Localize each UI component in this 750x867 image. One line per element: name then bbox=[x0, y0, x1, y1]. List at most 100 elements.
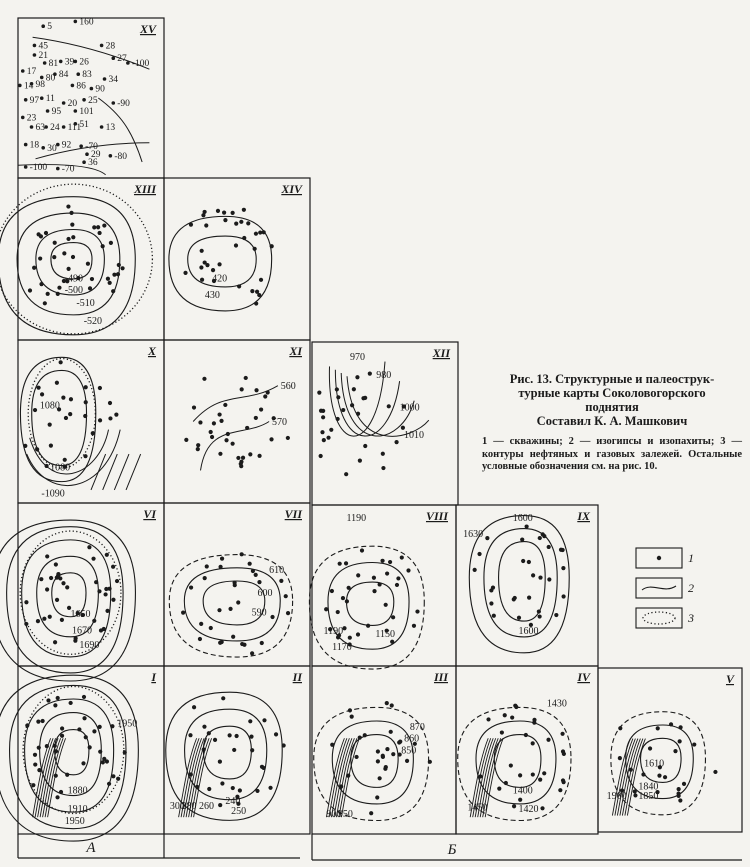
isoline-value: -500 bbox=[65, 285, 83, 296]
well-dot bbox=[257, 292, 262, 298]
well-dot bbox=[398, 739, 403, 744]
isoline bbox=[457, 706, 572, 822]
well-dot bbox=[191, 405, 197, 410]
well-dot bbox=[111, 774, 116, 779]
panel-frame bbox=[597, 667, 743, 833]
well-dot bbox=[250, 289, 255, 294]
well-dot bbox=[201, 747, 206, 752]
well-dot bbox=[66, 204, 71, 209]
well-dot bbox=[537, 535, 542, 541]
well-dot bbox=[324, 607, 329, 612]
isoline-value: 92 bbox=[62, 141, 72, 151]
well-dot bbox=[250, 568, 256, 574]
well-dot bbox=[55, 795, 60, 800]
well-dot bbox=[66, 605, 72, 610]
well-dot bbox=[184, 437, 189, 442]
well-dot bbox=[79, 144, 83, 148]
well-dot bbox=[261, 230, 266, 235]
panel-number: II bbox=[292, 670, 304, 684]
well-dot bbox=[32, 43, 37, 48]
well-dot bbox=[53, 749, 59, 754]
well-dot bbox=[69, 210, 74, 215]
well-dot bbox=[377, 776, 382, 781]
well-dot bbox=[346, 773, 351, 778]
well-dot bbox=[336, 395, 341, 400]
isoline-value: 860 bbox=[404, 734, 419, 745]
well-dot bbox=[46, 698, 51, 703]
well-dot bbox=[39, 96, 44, 100]
well-dot bbox=[253, 231, 259, 236]
well-dot bbox=[201, 213, 206, 218]
well-dot bbox=[269, 244, 274, 249]
well-dot bbox=[29, 82, 34, 86]
well-dot bbox=[208, 429, 213, 435]
well-dot bbox=[83, 385, 88, 390]
well-dot bbox=[255, 788, 260, 794]
isoline-value: 1080 bbox=[40, 400, 60, 411]
well-dot bbox=[281, 743, 286, 748]
well-dot bbox=[217, 608, 222, 613]
well-dot bbox=[85, 152, 89, 156]
well-dot bbox=[647, 746, 653, 751]
well-dot bbox=[206, 731, 211, 736]
well-dot bbox=[243, 375, 248, 381]
isoline-value: 63 bbox=[36, 123, 46, 133]
isoline-value: 81 bbox=[49, 59, 59, 69]
figure-caption: Рис. 13. Структурные и палеострук- турны… bbox=[482, 372, 742, 474]
well-dot bbox=[356, 573, 361, 578]
well-dot bbox=[328, 627, 333, 632]
well-dot bbox=[83, 454, 88, 459]
well-dot bbox=[45, 554, 50, 559]
well-dot bbox=[66, 266, 71, 271]
well-dot bbox=[558, 788, 563, 793]
steep-flank-line bbox=[190, 738, 210, 818]
well-dot bbox=[55, 695, 60, 701]
well-dot bbox=[258, 230, 263, 235]
isoline-value: 36 bbox=[88, 158, 98, 168]
isoline bbox=[475, 720, 557, 805]
isoline-value: 1600 bbox=[518, 626, 538, 637]
well-dot bbox=[344, 472, 349, 477]
well-dot bbox=[40, 718, 45, 724]
well-dot bbox=[111, 289, 116, 294]
isoline-value: -80 bbox=[114, 152, 127, 162]
well-dot bbox=[655, 726, 660, 731]
isoline-value: 24 bbox=[50, 123, 60, 133]
isoline bbox=[17, 164, 106, 176]
well-dot bbox=[120, 266, 125, 271]
well-dot bbox=[224, 438, 229, 443]
well-dot bbox=[75, 610, 80, 616]
well-dot bbox=[211, 421, 217, 426]
well-dot bbox=[104, 586, 109, 592]
isoline-value: 5 bbox=[47, 22, 52, 32]
steep-flank-line bbox=[484, 738, 504, 818]
well-dot bbox=[366, 623, 371, 628]
well-dot bbox=[20, 115, 25, 120]
well-dot bbox=[116, 262, 121, 268]
well-dot bbox=[236, 455, 241, 461]
well-dot bbox=[617, 756, 622, 761]
isoline-value: 1010 bbox=[404, 430, 424, 441]
well-dot bbox=[347, 642, 352, 647]
well-dot bbox=[61, 125, 66, 129]
well-dot bbox=[254, 289, 260, 294]
well-dot bbox=[524, 524, 529, 529]
isoline-value: 1610 bbox=[644, 758, 664, 769]
well-dot bbox=[320, 430, 325, 435]
well-dot bbox=[321, 408, 326, 413]
well-dot bbox=[217, 412, 222, 417]
well-dot bbox=[242, 642, 247, 647]
well-dot bbox=[48, 575, 54, 581]
panel-number: IX bbox=[576, 509, 591, 523]
well-dot bbox=[355, 411, 361, 416]
well-dot bbox=[346, 585, 351, 590]
well-dot bbox=[355, 632, 361, 637]
well-dot bbox=[225, 431, 230, 437]
steep-flank-line bbox=[330, 738, 350, 818]
well-dot bbox=[39, 75, 44, 80]
isoline-value: -520 bbox=[84, 316, 102, 327]
well-dot bbox=[52, 640, 58, 645]
